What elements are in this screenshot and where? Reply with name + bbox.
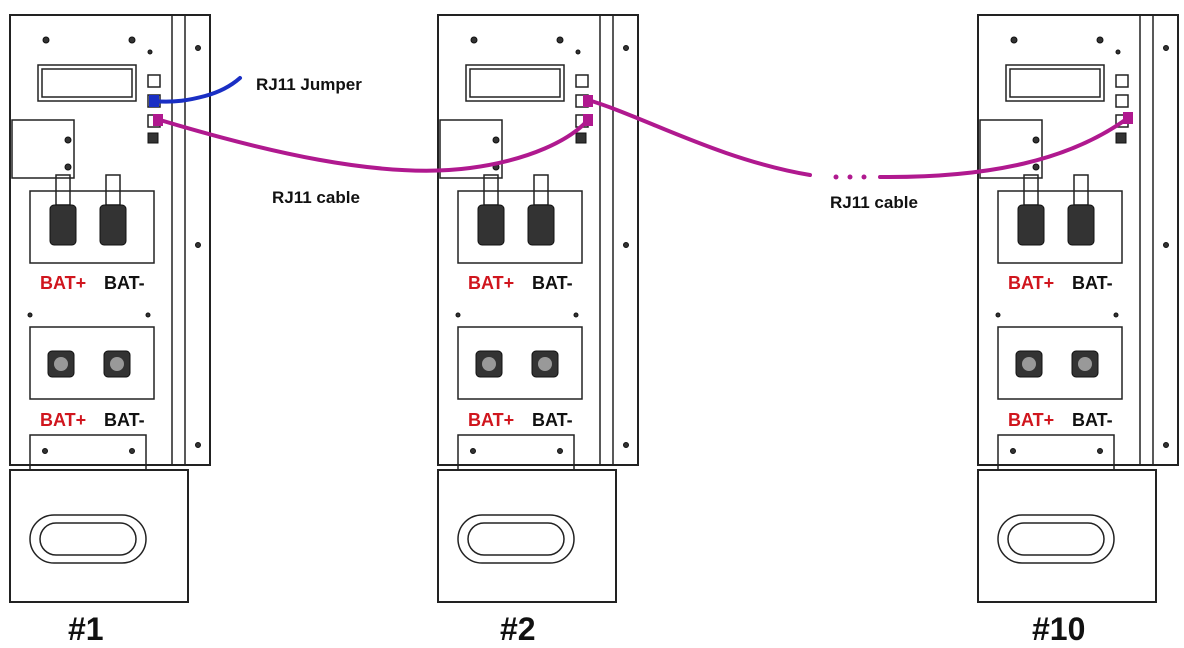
cable-break-dot: [847, 174, 853, 180]
rj11-plug: [583, 95, 593, 107]
battery-module-1: BAT+ BAT- BAT+ BAT-: [9, 14, 211, 603]
rj11-jumper-plug: [149, 95, 159, 107]
rj11-cable-1-to-2: [158, 118, 590, 173]
bat-minus-label: BAT-: [532, 273, 573, 293]
bat-plus-label: BAT+: [1008, 273, 1054, 293]
bat-plus-label: BAT+: [40, 273, 86, 293]
module-number-label: #2: [500, 611, 536, 647]
rj11-plug: [583, 114, 593, 126]
bat-plus-label: BAT+: [468, 273, 514, 293]
bat-plus-label: BAT+: [40, 410, 86, 430]
bat-plus-label: BAT+: [1008, 410, 1054, 430]
battery-module-2: BAT+ BAT- BAT+ BAT-: [437, 14, 639, 603]
rj11-cable-2-to-10: [586, 98, 812, 177]
battery-module-10: BAT+ BAT- BAT+ BAT-: [977, 14, 1179, 603]
rj11-jumper-wire: [150, 76, 242, 104]
rj11-plug: [153, 114, 163, 126]
rj11-cable-label: RJ11 cable: [272, 188, 360, 207]
module-number-label: #1: [68, 611, 104, 647]
bat-minus-label: BAT-: [104, 273, 145, 293]
bat-minus-label: BAT-: [532, 410, 573, 430]
bat-minus-label: BAT-: [1072, 273, 1113, 293]
rj11-cable-2-to-10: [878, 116, 1130, 180]
rj11-jumper-label: RJ11 Jumper: [256, 75, 362, 94]
rj11-plug: [1123, 112, 1133, 124]
rj11-cable-label: RJ11 cable: [830, 193, 918, 212]
module-number-label: #10: [1032, 611, 1085, 647]
cable-break-dot: [833, 174, 839, 180]
bat-plus-label: BAT+: [468, 410, 514, 430]
bat-minus-label: BAT-: [104, 410, 145, 430]
bat-minus-label: BAT-: [1072, 410, 1113, 430]
cable-break-dot: [861, 174, 867, 180]
